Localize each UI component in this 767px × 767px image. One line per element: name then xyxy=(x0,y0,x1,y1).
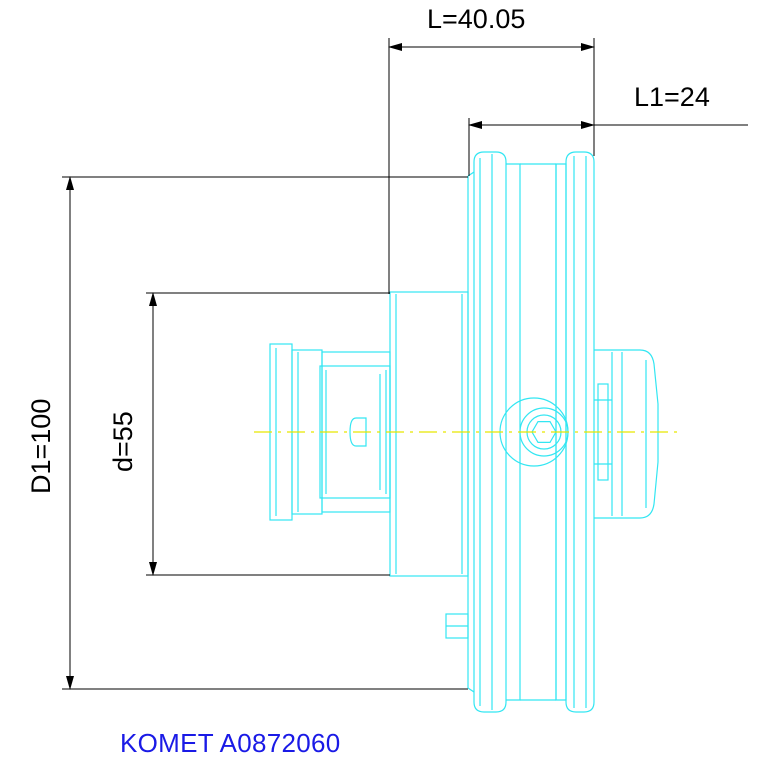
dimension-lines xyxy=(62,38,748,690)
flange xyxy=(467,151,595,713)
shank-collar xyxy=(389,291,469,577)
bore-diameter-label: d=55 xyxy=(108,411,138,472)
length-label: L=40.05 xyxy=(427,4,525,34)
outer-diameter-label: D1=100 xyxy=(26,399,56,494)
length1-label: L1=24 xyxy=(634,82,710,112)
part-number-caption: KOMET A0872060 xyxy=(120,728,341,758)
right-pilot xyxy=(594,349,659,519)
drive-key xyxy=(445,613,469,639)
